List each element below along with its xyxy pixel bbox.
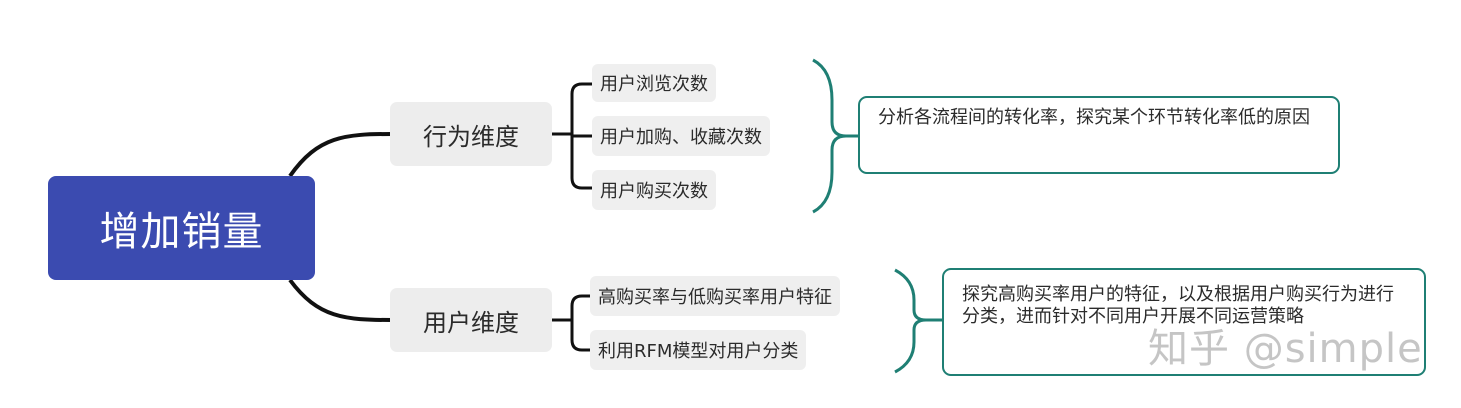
leaf-node-cart-favorite-count[interactable]: 用户加购、收藏次数 [592,116,770,156]
note-user-text: 探究高购买率用户的特征，以及根据用户购买行为进行分类，进而针对不同用户开展不同运… [962,284,1394,327]
branch-node-user[interactable]: 用户维度 [390,288,552,352]
leaf-node-purchase-rate-features[interactable]: 高购买率与低购买率用户特征 [590,276,840,316]
branch-node-behavior[interactable]: 行为维度 [390,102,552,166]
note-behavior-analysis[interactable]: 分析各流程间的转化率，探究某个环节转化率低的原因 [858,96,1340,174]
note-behavior-text: 分析各流程间的转化率，探究某个环节转化率低的原因 [878,107,1310,128]
leaf-node-rfm-classification[interactable]: 利用RFM模型对用户分类 [590,330,807,370]
curly-brace-1 [812,58,847,214]
watermark-text: 知乎 @simple [1148,326,1423,372]
note-user-analysis[interactable]: 探究高购买率用户的特征，以及根据用户购买行为进行分类，进而针对不同用户开展不同运… [942,268,1426,376]
connector-branch-1-leaves [552,82,594,190]
root-node[interactable]: 增加销量 [48,176,315,280]
connector-branch-2-leaves [552,294,590,352]
connector-root-branch-1 [288,132,393,178]
curly-brace-2 [894,268,927,374]
connector-root-branch-2 [288,278,393,322]
leaf-node-purchase-count[interactable]: 用户购买次数 [592,170,716,210]
leaf-node-browse-count[interactable]: 用户浏览次数 [592,64,716,102]
